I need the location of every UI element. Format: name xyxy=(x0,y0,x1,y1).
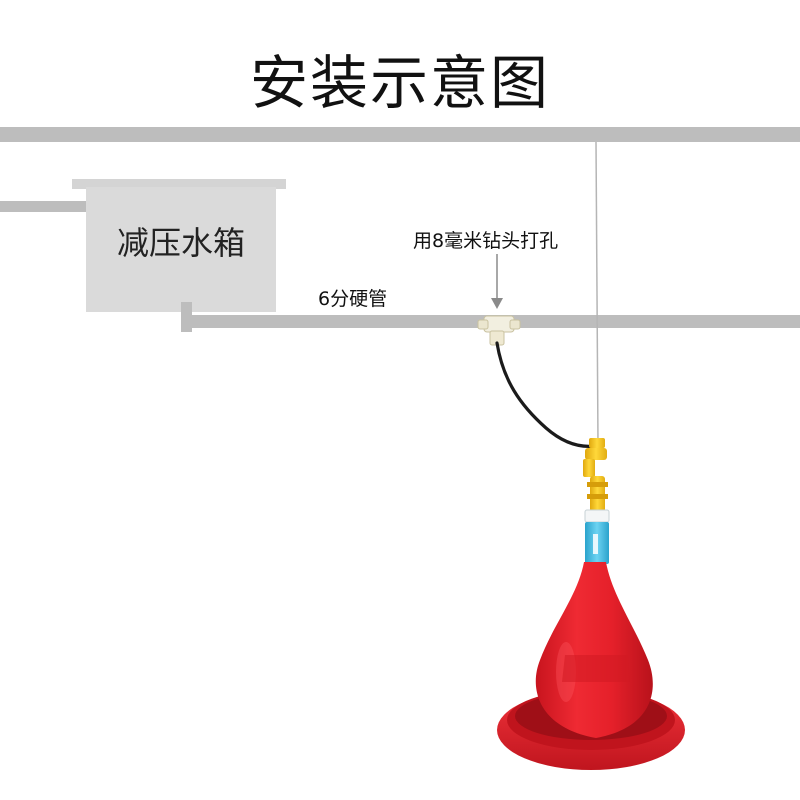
hard-pipe-label: 6分硬管 xyxy=(318,288,388,310)
yellow-valve xyxy=(583,438,608,512)
blue-connector xyxy=(584,509,610,564)
suspension-wire xyxy=(595,141,599,445)
water-hose xyxy=(495,341,597,448)
ceiling-pipe xyxy=(0,127,800,142)
decompression-tank xyxy=(86,187,276,312)
tank-label: 减压水箱 xyxy=(116,224,245,262)
drill-hole-label: 用8毫米钻头打孔 xyxy=(413,230,559,252)
drinker-bell xyxy=(535,562,653,738)
diagram-title: 安装示意图 xyxy=(249,49,550,117)
pointer-arrow-head xyxy=(491,298,503,309)
pipe-connector xyxy=(477,315,521,346)
bell-window xyxy=(562,655,630,682)
inlet-pipe xyxy=(0,201,94,212)
tank-lid xyxy=(72,179,286,189)
